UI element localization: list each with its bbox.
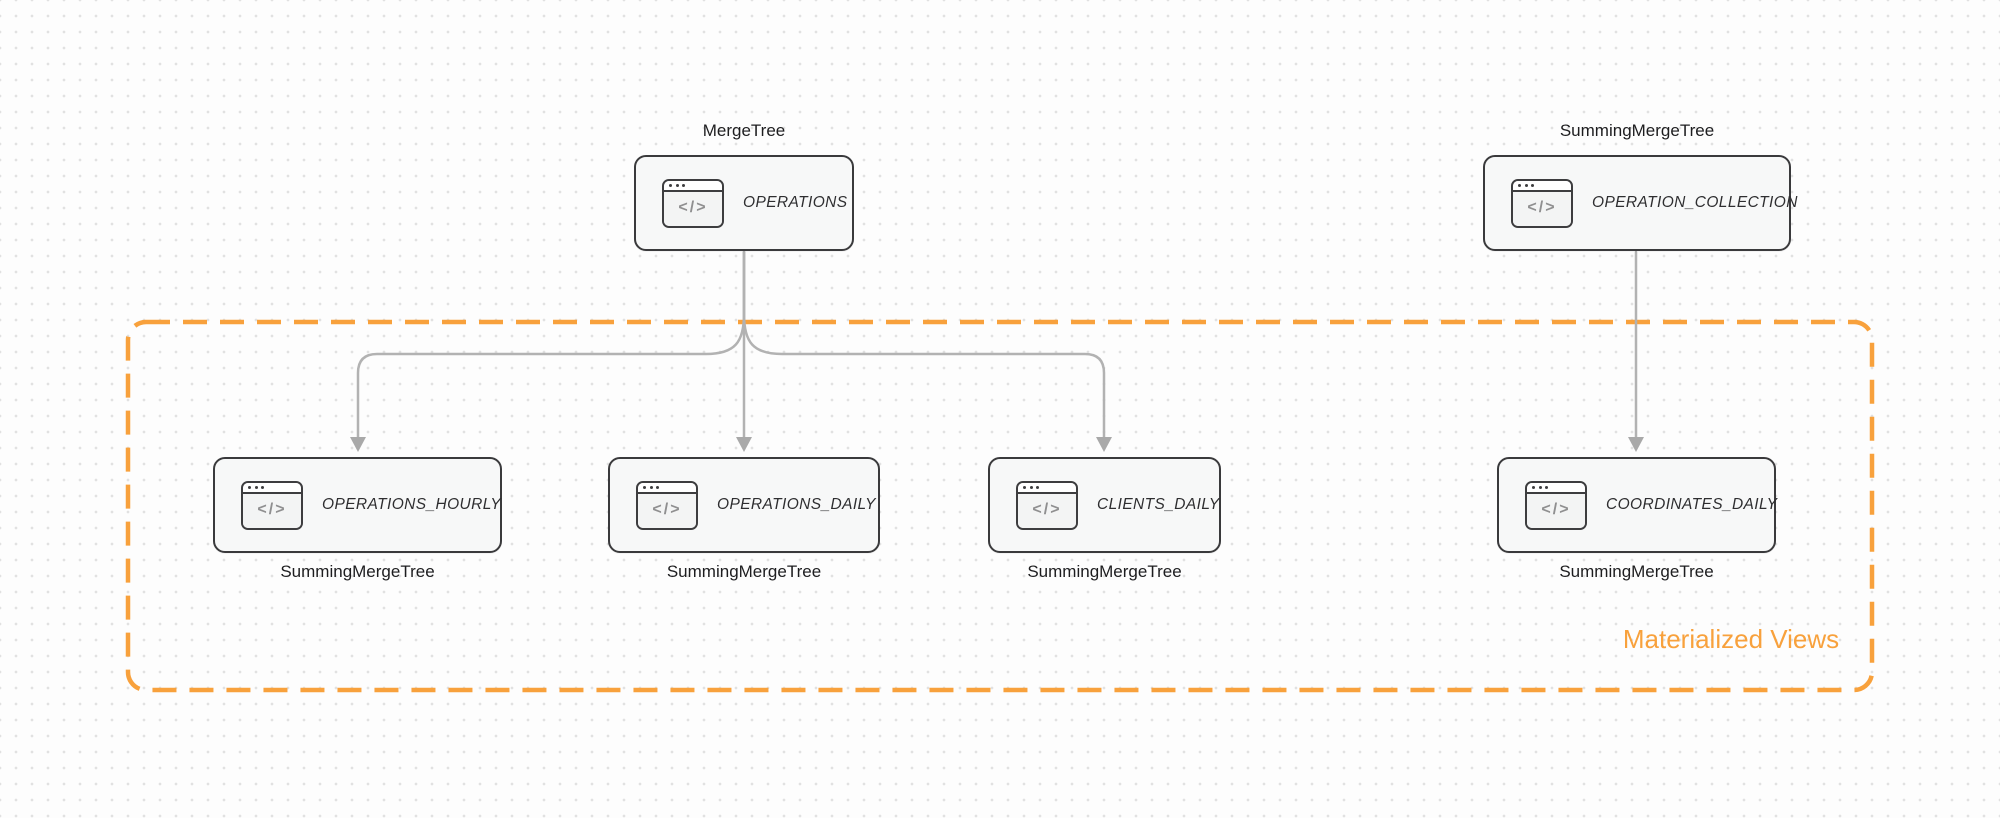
table-name-label: OPERATIONS_DAILY	[717, 496, 876, 513]
edge-operations-to-operations-hourly	[356, 250, 746, 440]
table-name-label: OPERATION_COLLECTION	[1592, 194, 1798, 211]
arrowhead-operations-daily	[736, 437, 752, 452]
window-dots-icon	[1527, 482, 1585, 494]
table-node-operation-collection[interactable]: </> OPERATION_COLLECTION	[1483, 155, 1797, 251]
window-dots-icon	[638, 482, 696, 494]
arrowhead-coordinates-daily	[1628, 437, 1644, 452]
engine-caption-operations: MergeTree	[702, 121, 786, 140]
arrowhead-operations-hourly	[350, 437, 366, 452]
code-window-icon: </>	[1525, 480, 1587, 530]
code-glyph: </>	[664, 191, 722, 226]
code-glyph: </>	[1527, 493, 1585, 528]
code-glyph: </>	[1018, 493, 1076, 528]
table-name-label: CLIENTS_DAILY	[1097, 496, 1220, 513]
edge-operations-to-clients-daily	[742, 250, 1106, 440]
table-node-operations[interactable]: </> OPERATIONS	[634, 155, 854, 251]
table-node-operations-hourly[interactable]: </> OPERATIONS_HOURLY	[213, 457, 502, 553]
engine-caption-coordinates-daily: SummingMergeTree	[1559, 562, 1714, 581]
engine-caption-clients-daily: SummingMergeTree	[1027, 562, 1182, 581]
code-glyph: </>	[243, 493, 301, 528]
code-window-icon: </>	[241, 480, 303, 530]
engine-caption-operations-daily: SummingMergeTree	[666, 562, 822, 581]
code-glyph: </>	[638, 493, 696, 528]
engine-caption-operation-collection: SummingMergeTree	[1559, 121, 1715, 140]
arrowhead-clients-daily	[1096, 437, 1112, 452]
table-node-coordinates-daily[interactable]: </> COORDINATES_DAILY	[1497, 457, 1778, 553]
code-window-icon: </>	[1016, 480, 1078, 530]
materialized-views-label: Materialized Views	[1622, 624, 1840, 654]
table-name-label: OPERATIONS	[743, 194, 848, 211]
window-dots-icon	[1513, 180, 1571, 192]
window-dots-icon	[664, 180, 722, 192]
code-window-icon: </>	[1511, 178, 1573, 228]
table-node-operations-daily[interactable]: </> OPERATIONS_DAILY	[608, 457, 880, 553]
code-glyph: </>	[1513, 191, 1571, 226]
code-window-icon: </>	[662, 178, 724, 228]
table-node-clients-daily[interactable]: </> CLIENTS_DAILY	[988, 457, 1221, 553]
table-name-label: OPERATIONS_HOURLY	[322, 496, 502, 513]
window-dots-icon	[1018, 482, 1076, 494]
window-dots-icon	[243, 482, 301, 494]
code-window-icon: </>	[636, 480, 698, 530]
engine-caption-operations-hourly: SummingMergeTree	[280, 562, 435, 581]
table-name-label: COORDINATES_DAILY	[1606, 496, 1778, 513]
